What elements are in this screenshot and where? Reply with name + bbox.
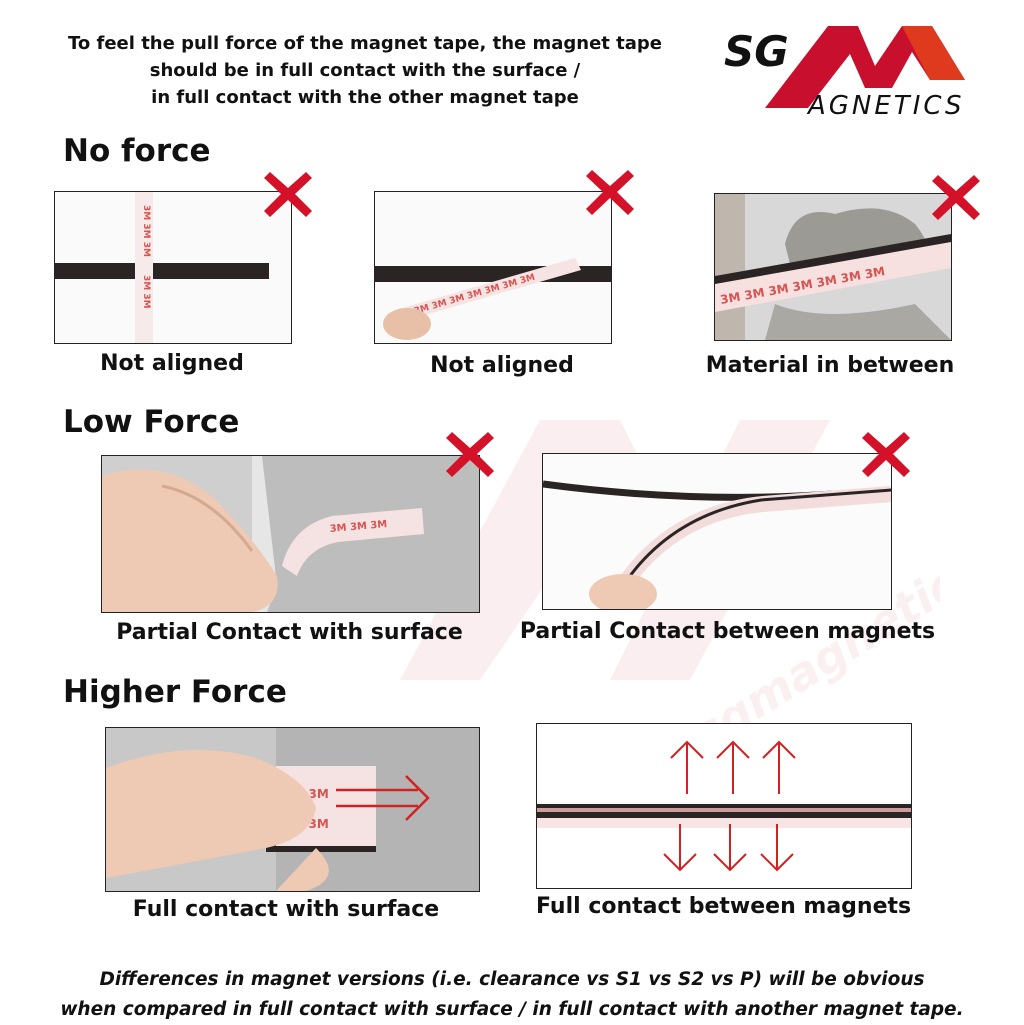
svg-text:3M 3M 3M: 3M 3M 3M: [141, 205, 151, 257]
photo-not-aligned-angle: 3M 3M 3M 3M 3M 3M 3M: [374, 191, 612, 344]
footer-note: Differences in magnet versions (i.e. cle…: [0, 965, 1024, 1025]
photo-partial-contact-surface: 3M 3M 3M: [101, 455, 480, 613]
x-mark-icon: [932, 175, 980, 220]
x-mark-icon: [586, 170, 634, 215]
x-mark-icon: [264, 172, 312, 217]
x-mark-icon: [862, 432, 910, 477]
caption-partial-contact-surface: Partial Contact with surface: [116, 620, 463, 645]
photo-not-aligned-cross: 3M 3M 3M 3M 3M: [54, 191, 292, 344]
intro-line: To feel the pull force of the magnet tap…: [67, 33, 663, 54]
caption-not-aligned-1: Not aligned: [100, 351, 244, 376]
arrows-up-down-icon: [663, 740, 796, 872]
logo-text-top: SG: [724, 27, 789, 76]
caption-not-aligned-2: Not aligned: [430, 353, 574, 378]
svg-text:3M 3M: 3M 3M: [141, 275, 151, 309]
caption-material-in-between: Material in between: [705, 353, 955, 378]
photo-full-contact-magnets: [536, 723, 912, 889]
caption-full-contact-surface: Full contact with surface: [132, 897, 440, 922]
sg-magnetics-logo: SG AGNETICS: [724, 26, 965, 118]
arrow-right-icon: [336, 775, 430, 821]
footer-line: when compared in full contact with surfa…: [60, 999, 964, 1020]
svg-text:3M 3M 3M: 3M 3M 3M: [329, 519, 387, 535]
footer-line: Differences in magnet versions (i.e. cle…: [99, 969, 925, 990]
intro-text: To feel the pull force of the magnet tap…: [40, 30, 690, 111]
photo-material-in-between: 3M 3M 3M 3M 3M 3M 3M: [714, 193, 952, 341]
logo-text-bottom: AGNETICS: [806, 91, 965, 118]
intro-line: in full contact with the other magnet ta…: [151, 87, 579, 108]
caption-partial-contact-magnets: Partial Contact between magnets: [519, 619, 936, 644]
photo-full-contact-surface: 3M 3M 3M 3M: [105, 727, 480, 892]
section-title-low-force: Low Force: [63, 404, 240, 440]
section-title-higher-force: Higher Force: [63, 674, 287, 710]
x-mark-icon: [446, 432, 494, 477]
photo-partial-contact-magnets: [542, 453, 892, 610]
section-title-no-force: No force: [63, 133, 211, 169]
caption-full-contact-magnets: Full contact between magnets: [536, 894, 912, 919]
intro-line: should be in full contact with the surfa…: [149, 60, 581, 81]
